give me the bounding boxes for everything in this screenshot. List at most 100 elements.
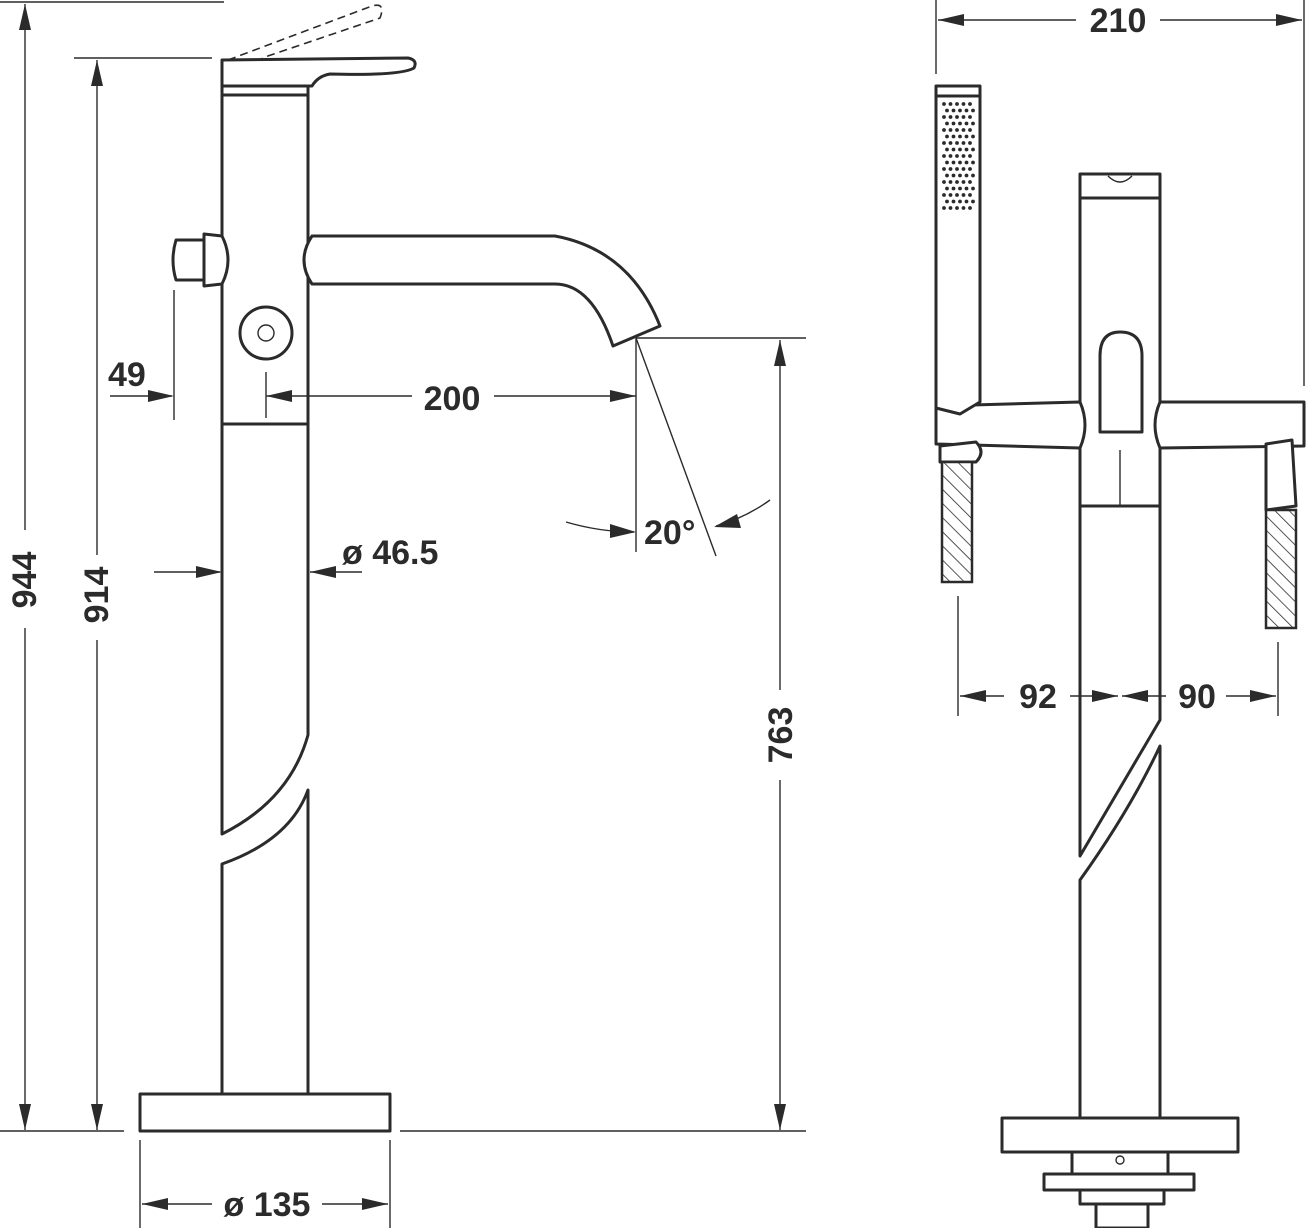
nozzle-dot (971, 160, 975, 165)
nozzle-dot (968, 115, 972, 119)
nozzle-dot (955, 141, 959, 145)
dim-overall-width: 210 (1090, 2, 1147, 40)
nozzle-dot (961, 206, 966, 210)
nozzle-dot (951, 147, 956, 152)
nozzle-dot (945, 186, 949, 191)
nozzle-dot (964, 134, 969, 139)
nozzle-dot (951, 134, 956, 139)
nozzle-dot (961, 128, 966, 132)
nozzle-dot (958, 121, 962, 126)
nozzle-dot (948, 180, 953, 184)
nozzle-dot (961, 154, 966, 158)
nozzle-dot (945, 173, 949, 178)
nozzle-dot (942, 154, 946, 158)
nozzle-dot (964, 108, 969, 113)
dim-pipe-diameter: ø 46.5 (342, 534, 438, 572)
nozzle-dot (942, 115, 946, 119)
nozzle-dot (964, 173, 969, 178)
nozzle-dot (942, 128, 946, 132)
nozzle-dot (942, 102, 946, 106)
nozzle-dot (955, 167, 959, 171)
spout-front (1098, 330, 1144, 434)
nozzle-dot (958, 108, 962, 113)
nozzle-dot (955, 128, 959, 132)
nozzle-dot (955, 154, 959, 158)
dim-total-height: 944 (6, 552, 44, 609)
nozzle-dot (958, 147, 962, 152)
column-upper (220, 84, 310, 426)
diverter-knob (171, 238, 206, 282)
front-view: 210 92 90 (934, 0, 1306, 1228)
dim-right-offset: 90 (1178, 678, 1216, 716)
shower-nozzle-grid (942, 102, 975, 210)
nozzle-dot (942, 141, 946, 145)
nozzle-dot (955, 206, 959, 210)
nozzle-dot (964, 186, 969, 191)
nozzle-dot (945, 160, 949, 165)
nozzle-dot (964, 121, 969, 126)
nozzle-dot (951, 199, 956, 204)
nozzle-dot (971, 147, 975, 152)
nozzle-dot (945, 134, 949, 139)
left-inlet-hatched (940, 460, 974, 584)
nozzle-dot (961, 167, 966, 171)
nozzle-dot (971, 199, 975, 204)
nozzle-dot (948, 102, 953, 106)
nozzle-dot (961, 115, 966, 119)
nozzle-dot (955, 193, 959, 197)
nozzle-dot (945, 108, 949, 113)
nozzle-dot (945, 199, 949, 204)
nozzle-dot (945, 121, 949, 126)
nozzle-dot (968, 128, 972, 132)
nozzle-dot (961, 102, 966, 106)
side-view: 944 914 49 200 20° 763 (0, 1, 806, 1228)
nozzle-dot (971, 108, 975, 113)
nozzle-dot (968, 180, 972, 184)
screw-outer (238, 305, 294, 361)
lever-handle (220, 56, 417, 88)
nozzle-dot (951, 160, 956, 165)
nozzle-dot (948, 154, 953, 158)
nozzle-dot (964, 199, 969, 204)
nozzle-dot (961, 141, 966, 145)
lever-raised-outline (227, 4, 383, 61)
nozzle-dot (968, 206, 972, 210)
nozzle-dot (955, 102, 959, 106)
column-cap (1078, 172, 1162, 200)
nozzle-dot (948, 167, 953, 171)
nozzle-dot (948, 193, 953, 197)
base-plate (138, 1092, 392, 1133)
nozzle-dot (942, 167, 946, 171)
spout (302, 234, 662, 348)
front-column-lower (1078, 504, 1162, 858)
nozzle-dot (958, 160, 962, 165)
nozzle-dot (942, 206, 946, 210)
nozzle-dot (958, 186, 962, 191)
front-base-plate (1000, 1116, 1240, 1154)
nozzle-dot (971, 121, 975, 126)
nozzle-dot (958, 199, 962, 204)
nozzle-dot (961, 193, 966, 197)
nozzle-dot (968, 141, 972, 145)
crossbar (934, 400, 1087, 450)
dim-left-offset: 92 (1019, 678, 1057, 716)
screw-inner (257, 324, 275, 342)
nozzle-dot (951, 121, 956, 126)
nozzle-dot (955, 180, 959, 184)
nozzle-dot (948, 206, 953, 210)
nozzle-dot (948, 115, 953, 119)
column-lower (220, 422, 310, 836)
nozzle-dot (955, 115, 959, 119)
dim-lever-height: 914 (78, 567, 116, 624)
nozzle-dot (958, 134, 962, 139)
dim-base-diameter: ø 135 (224, 1186, 311, 1224)
nozzle-dot (964, 160, 969, 165)
nozzle-dot (948, 128, 953, 132)
nozzle-dot (971, 173, 975, 178)
nozzle-dot (968, 102, 972, 106)
nozzle-dot (971, 186, 975, 191)
nozzle-dot (948, 141, 953, 145)
nozzle-dot (971, 134, 975, 139)
nozzle-dot (942, 193, 946, 197)
